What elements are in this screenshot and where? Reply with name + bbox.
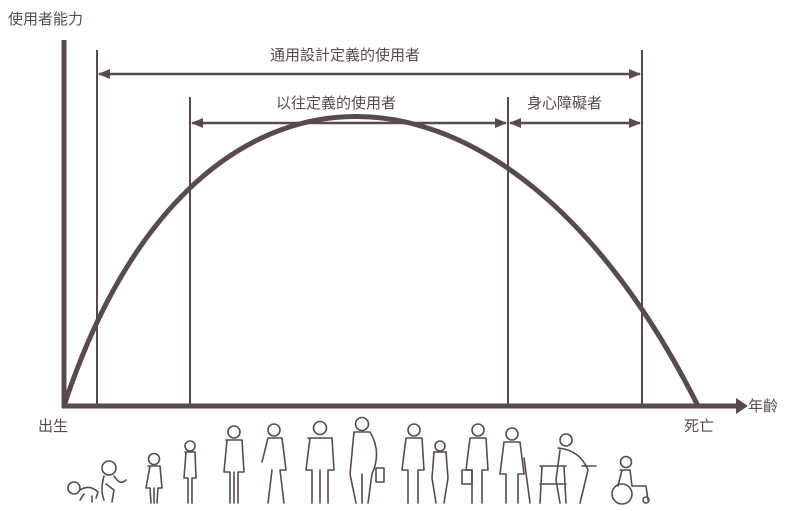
child-icon xyxy=(145,452,163,504)
young-woman-icon xyxy=(261,423,287,504)
young-child-icon xyxy=(183,440,197,504)
y-axis-label: 使用者能力 xyxy=(8,10,84,28)
toddler-icon xyxy=(101,460,127,503)
death-label: 死亡 xyxy=(684,417,715,435)
pregnant-woman-icon xyxy=(349,416,385,504)
universal-range-label: 通用設計定義的使用者 xyxy=(270,46,421,64)
x-axis-label: 年齡 xyxy=(748,397,779,415)
x-axis-arrowhead xyxy=(736,398,748,414)
elder-with-walker-icon xyxy=(539,433,597,504)
adult-man-icon xyxy=(305,420,335,504)
ability-curve xyxy=(61,114,701,408)
people-silhouettes xyxy=(67,416,650,505)
adult-with-shopping-bag-icon xyxy=(461,423,489,504)
elder-with-cane-icon xyxy=(499,427,531,504)
adult-with-child-icon xyxy=(401,423,449,504)
teen-icon xyxy=(223,425,245,504)
baby-crawling-icon xyxy=(67,481,99,503)
birth-label: 出生 xyxy=(38,417,69,435)
disabled-range-label: 身心障礙者 xyxy=(527,94,603,112)
wheelchair-user-icon xyxy=(611,455,650,505)
traditional-range-label: 以往定義的使用者 xyxy=(276,94,397,112)
